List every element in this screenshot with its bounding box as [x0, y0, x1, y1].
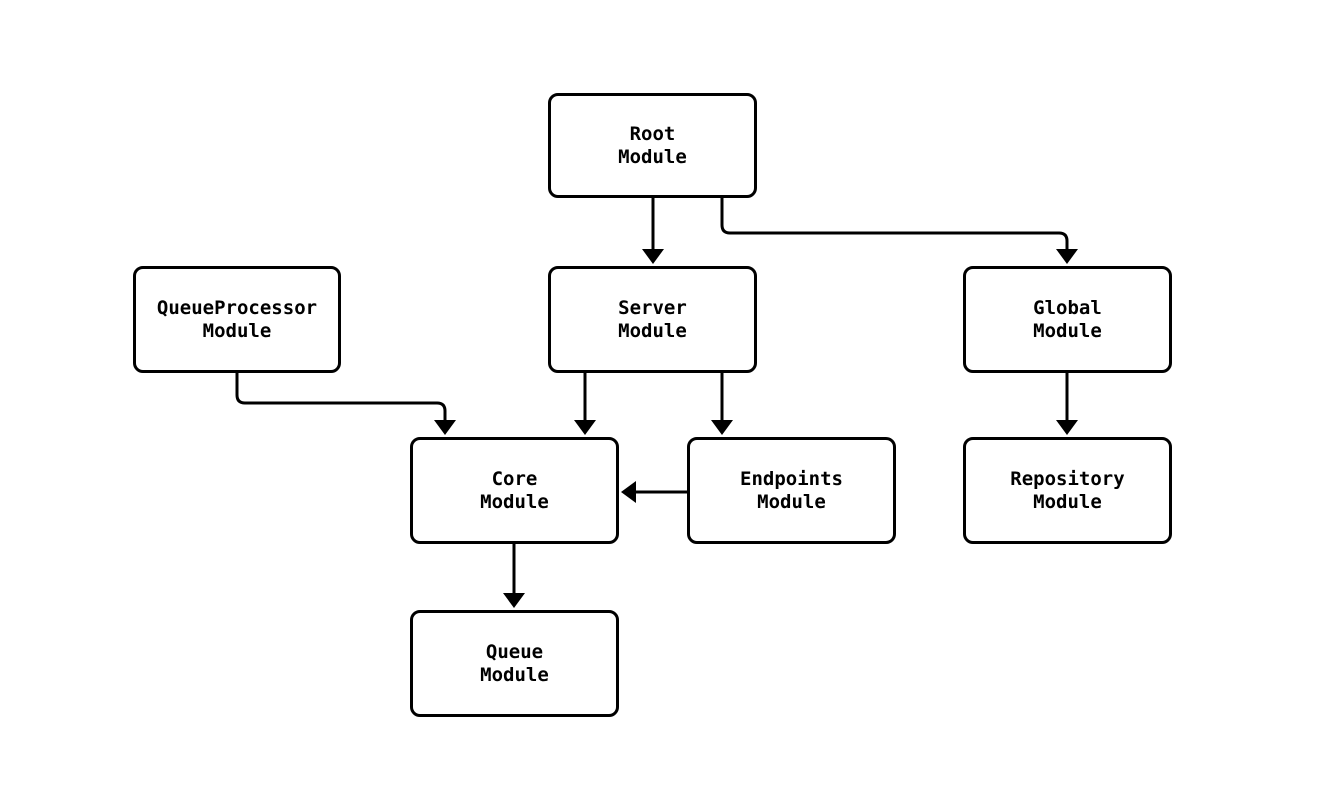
node-endpoints-module: Endpoints Module	[687, 437, 896, 544]
node-repository-module: Repository Module	[963, 437, 1172, 544]
node-repository-module-label: Repository Module	[1010, 467, 1125, 513]
node-global-module: Global Module	[963, 266, 1172, 373]
node-endpoints-module-label: Endpoints Module	[740, 467, 843, 513]
node-queue-module-label: Queue Module	[480, 640, 549, 686]
node-root-module-label: Root Module	[618, 122, 687, 168]
node-core-module-label: Core Module	[480, 467, 549, 513]
node-global-module-label: Global Module	[1033, 296, 1102, 342]
node-root-module: Root Module	[548, 93, 757, 198]
edge-root-to-global	[720, 198, 1078, 264]
node-queueprocessor-module-label: QueueProcessor Module	[156, 296, 318, 342]
edge-queueprocessor-to-core	[235, 373, 456, 435]
node-server-module-label: Server Module	[618, 296, 687, 342]
node-queueprocessor-module: QueueProcessor Module	[133, 266, 341, 373]
node-core-module: Core Module	[410, 437, 619, 544]
node-queue-module: Queue Module	[410, 610, 619, 717]
node-server-module: Server Module	[548, 266, 757, 373]
